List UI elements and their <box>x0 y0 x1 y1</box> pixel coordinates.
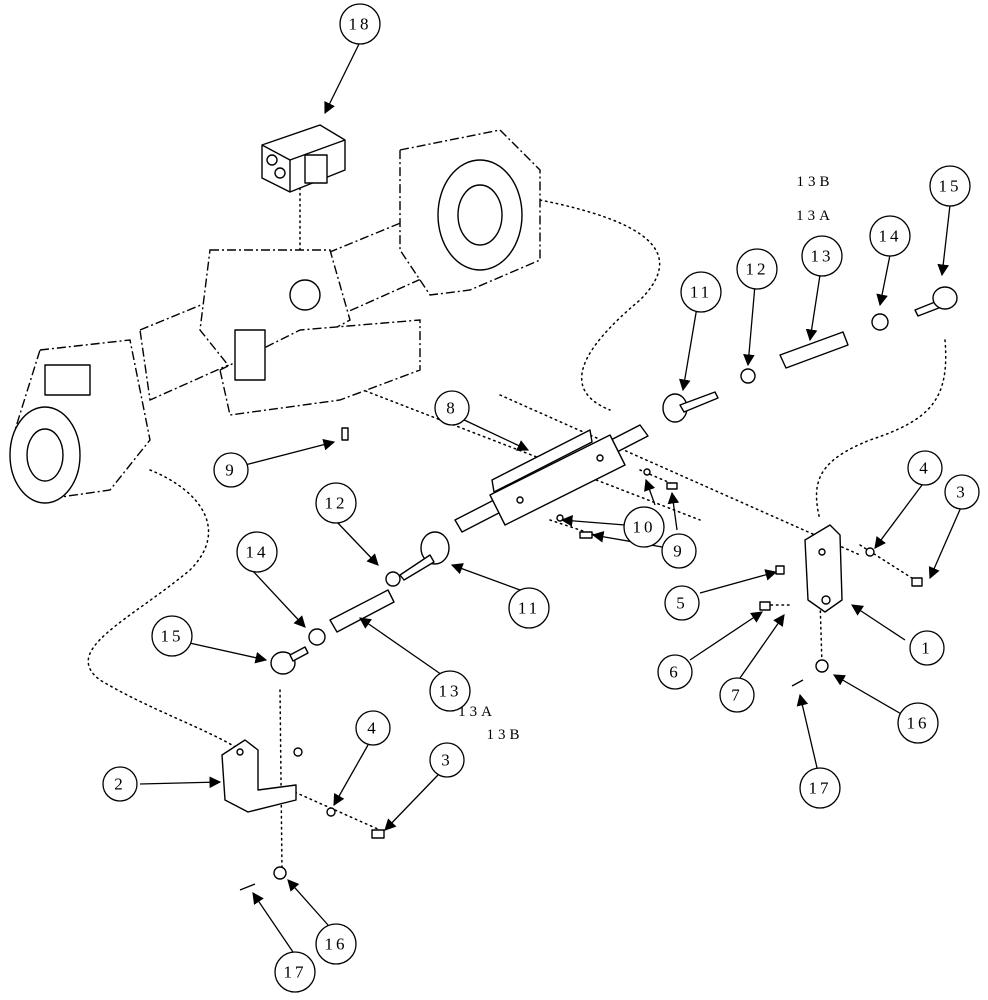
callout-4: 4 <box>355 710 391 746</box>
svg-text:15: 15 <box>161 627 184 646</box>
label-13b-lower: 13B <box>486 727 523 743</box>
bare-labels: 13B 13A 13A 13B <box>458 174 834 743</box>
svg-text:10: 10 <box>633 518 656 537</box>
callout-11: 11 <box>508 587 550 629</box>
svg-text:4: 4 <box>919 459 931 478</box>
callout-2: 2 <box>102 766 138 802</box>
svg-text:14: 14 <box>879 227 902 246</box>
svg-text:17: 17 <box>809 779 832 798</box>
svg-text:14: 14 <box>246 543 269 562</box>
callout-13: 13 <box>801 235 843 277</box>
bracket-1 <box>759 524 843 613</box>
svg-text:17: 17 <box>284 963 307 982</box>
callout-16: 16 <box>315 923 357 965</box>
svg-text:16: 16 <box>325 935 348 954</box>
callout-15: 15 <box>929 165 971 207</box>
svg-text:16: 16 <box>907 714 930 733</box>
svg-text:12: 12 <box>325 494 348 513</box>
svg-text:3: 3 <box>441 751 453 770</box>
svg-text:7: 7 <box>731 686 743 705</box>
svg-text:13: 13 <box>439 682 462 701</box>
callout-10: 10 <box>623 506 665 548</box>
axle-housing <box>9 129 541 504</box>
label-13a-lower: 13A <box>458 704 496 720</box>
callout-14: 14 <box>236 531 278 573</box>
callout-7: 7 <box>719 677 755 713</box>
svg-text:1: 1 <box>921 639 933 658</box>
svg-text:2: 2 <box>114 775 126 794</box>
svg-text:13: 13 <box>811 247 834 266</box>
callout-8: 8 <box>434 390 470 426</box>
callout-17: 17 <box>274 951 316 993</box>
svg-text:15: 15 <box>939 177 962 196</box>
callouts: 1 2 3 3 4 4 5 6 7 8 9 9 10 11 11 12 12 1… <box>102 3 980 993</box>
callout-12: 12 <box>736 248 778 290</box>
svg-text:8: 8 <box>446 399 458 418</box>
callout-13: 13 <box>429 670 471 712</box>
part-18-block <box>261 124 346 193</box>
callout-4: 4 <box>907 450 943 486</box>
callout-1: 1 <box>909 630 945 666</box>
label-13b-upper: 13B <box>796 174 833 190</box>
callout-11: 11 <box>680 271 722 313</box>
callout-5: 5 <box>664 585 700 621</box>
callout-12: 12 <box>315 482 357 524</box>
callout-9: 9 <box>213 452 249 488</box>
svg-text:9: 9 <box>673 542 685 561</box>
svg-text:9: 9 <box>225 461 237 480</box>
small-hardware <box>239 427 923 891</box>
callout-15: 15 <box>151 615 193 657</box>
svg-text:18: 18 <box>349 15 372 34</box>
tie-rod-assembly-lower <box>270 531 450 675</box>
callout-3: 3 <box>944 474 980 510</box>
svg-text:11: 11 <box>518 599 540 618</box>
steering-cylinder <box>454 424 649 533</box>
svg-text:11: 11 <box>690 283 712 302</box>
callout-9: 9 <box>661 533 697 569</box>
callout-16: 16 <box>897 702 939 744</box>
callout-14: 14 <box>869 215 911 257</box>
callout-3: 3 <box>429 742 465 778</box>
tie-rod-assembly-upper <box>662 286 958 423</box>
svg-text:3: 3 <box>956 483 968 502</box>
svg-text:4: 4 <box>367 719 379 738</box>
callout-18: 18 <box>339 3 381 45</box>
callout-6: 6 <box>657 654 693 690</box>
bracket-2 <box>221 739 303 813</box>
callout-17: 17 <box>799 767 841 809</box>
svg-text:5: 5 <box>676 594 688 613</box>
svg-text:6: 6 <box>669 663 681 682</box>
label-13a-upper: 13A <box>796 208 834 224</box>
svg-text:12: 12 <box>746 260 769 279</box>
